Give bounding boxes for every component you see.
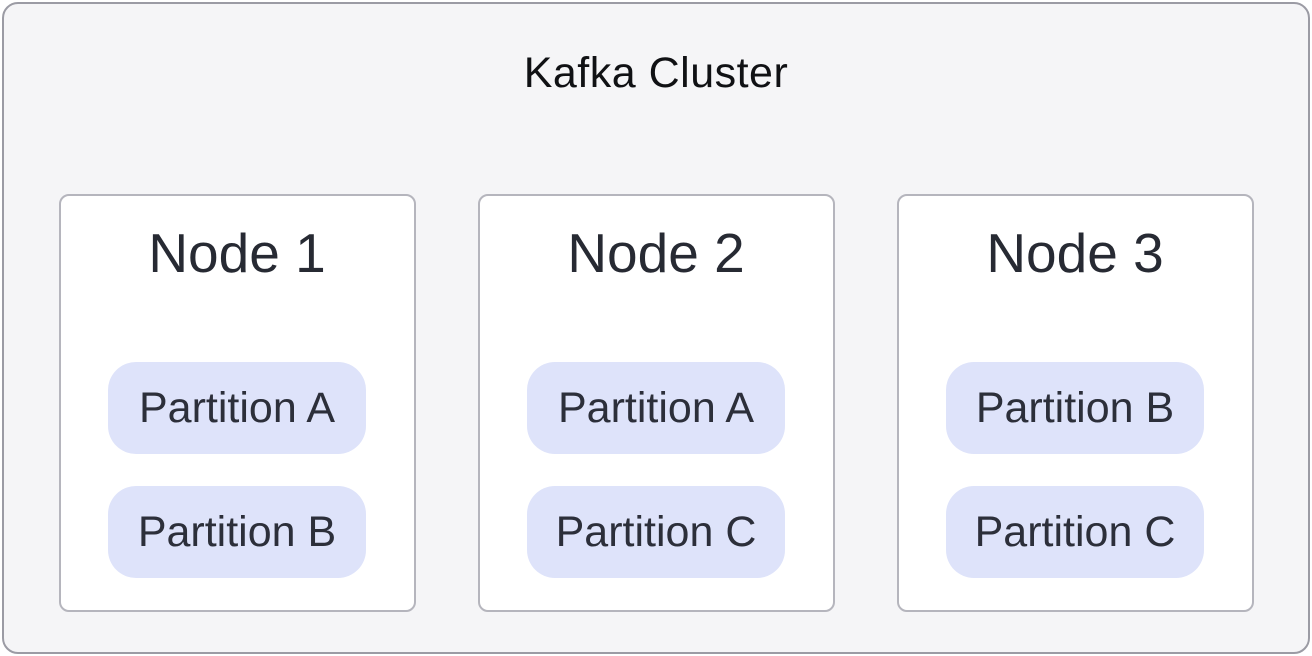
partition-pill: Partition C <box>946 486 1204 578</box>
partition-pill: Partition C <box>527 486 785 578</box>
partition-pill: Partition B <box>108 486 366 578</box>
node-1-partitions: Partition A Partition B <box>108 362 366 578</box>
node-card-3: Node 3 Partition B Partition C <box>896 194 1254 612</box>
node-card-2: Node 2 Partition A Partition C <box>477 194 835 612</box>
node-1-title: Node 1 <box>148 222 326 284</box>
node-3-partitions: Partition B Partition C <box>946 362 1204 578</box>
partition-pill: Partition A <box>108 362 366 454</box>
partition-pill: Partition B <box>946 362 1204 454</box>
node-3-title: Node 3 <box>986 222 1164 284</box>
node-card-1: Node 1 Partition A Partition B <box>58 194 416 612</box>
nodes-row: Node 1 Partition A Partition B Node 2 Pa… <box>4 194 1308 612</box>
node-2-partitions: Partition A Partition C <box>527 362 785 578</box>
partition-pill: Partition A <box>527 362 785 454</box>
cluster-title: Kafka Cluster <box>523 49 789 97</box>
node-2-title: Node 2 <box>567 222 745 284</box>
